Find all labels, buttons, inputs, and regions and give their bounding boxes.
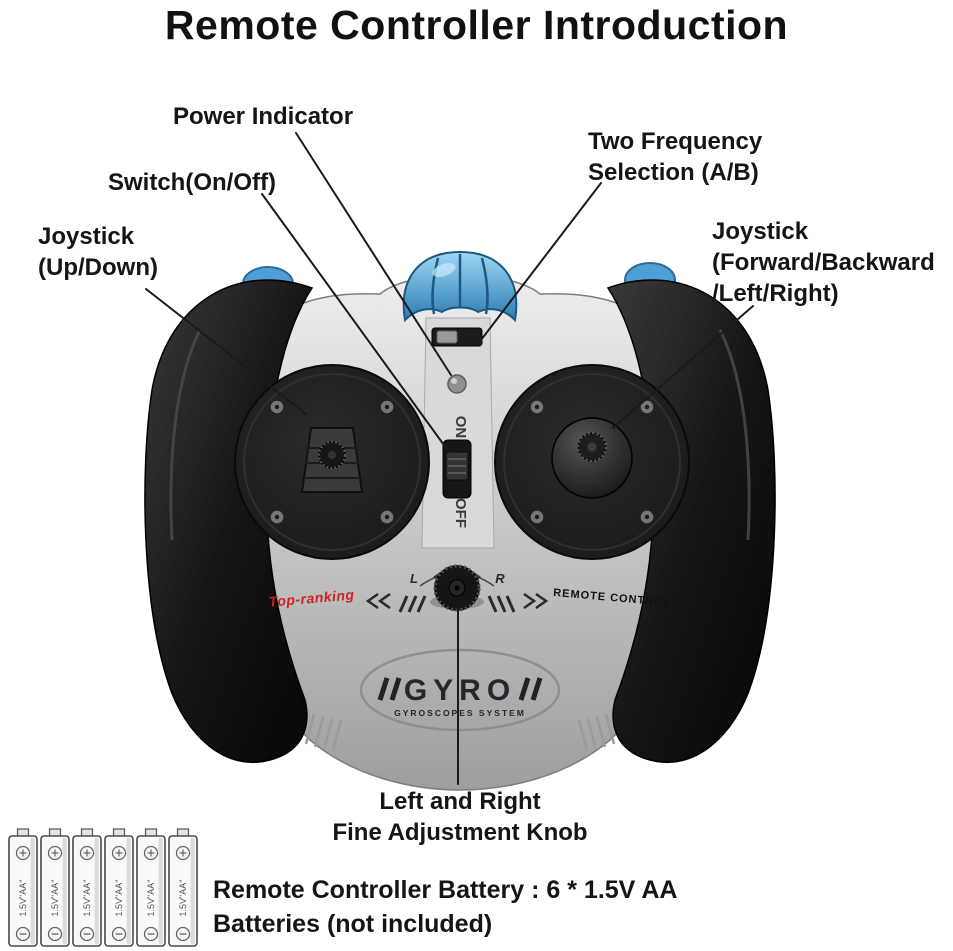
battery-cell: 1.5V"AA" <box>104 828 134 947</box>
on-label: ON <box>452 416 469 439</box>
battery-cell-label: 1.5V"AA" <box>18 880 28 917</box>
trim-left-label: L <box>410 571 418 586</box>
callout-joystick-right: Joystick (Forward/Backward /Left/Right) <box>712 216 935 310</box>
callout-joystick-right-line2: (Forward/Backward <box>712 249 935 277</box>
callout-power-indicator-label: Power Indicator <box>173 103 354 130</box>
callout-switch-label: Switch(On/Off) <box>108 169 276 196</box>
callout-joystick-right-line3: /Left/Right) <box>712 280 839 308</box>
leader-joystick-left <box>145 288 307 415</box>
battery-note-line1: Remote Controller Battery : 6 * 1.5V AA <box>213 876 678 904</box>
battery-cell: 1.5V"AA" <box>40 828 70 947</box>
battery-cell: 1.5V"AA" <box>168 828 198 947</box>
left-joystick[interactable] <box>300 427 364 493</box>
battery-pack: 1.5V"AA" 1.5V"AA" <box>8 828 198 947</box>
on-off-switch[interactable] <box>442 439 472 499</box>
battery-cell-label: 1.5V"AA" <box>114 880 124 917</box>
callout-two-frequency: Two Frequency Selection (A/B) <box>588 126 762 188</box>
callout-joystick-left-line1: Joystick <box>38 223 135 250</box>
leader-power-indicator <box>295 132 452 376</box>
battery-cell: 1.5V"AA" <box>72 828 102 947</box>
battery-cell-label: 1.5V"AA" <box>178 880 188 917</box>
leader-lines <box>145 132 754 785</box>
controller-body-group: ON OFF L R <box>144 250 776 791</box>
leader-two-frequency <box>480 182 602 341</box>
callout-switch: Switch(On/Off) <box>108 167 276 198</box>
leader-joystick-right <box>612 305 754 429</box>
battery-cell: 1.5V"AA" <box>136 828 166 947</box>
battery-note-line2: Batteries (not included) <box>213 909 493 938</box>
frequency-switch[interactable] <box>431 327 483 347</box>
callout-fine-adjustment-knob-line1: Left and Right <box>379 788 541 815</box>
battery-cell-label: 1.5V"AA" <box>50 880 60 917</box>
right-joystick[interactable] <box>551 417 633 499</box>
canopy <box>402 250 518 323</box>
battery-note: Remote Controller Battery : 6 * 1.5V AA … <box>213 874 677 942</box>
trim-right-label: R <box>495 571 505 586</box>
leader-switch <box>261 193 450 453</box>
callout-joystick-right-line1: Joystick <box>712 218 809 245</box>
callout-fine-adjustment-knob-line2: Fine Adjustment Knob <box>332 819 588 847</box>
print-top-ranking: Top-ranking <box>268 586 355 609</box>
page-title: Remote Controller Introduction <box>164 2 789 48</box>
logo-text: GYRO <box>404 674 516 707</box>
power-led <box>447 374 467 394</box>
battery-cell-label: 1.5V"AA" <box>146 880 156 917</box>
battery-cell: 1.5V"AA" <box>8 828 38 947</box>
bottom-ridges <box>304 713 616 751</box>
off-label: OFF <box>452 498 469 528</box>
callout-two-frequency-line1: Two Frequency <box>588 128 763 155</box>
logo-subtext: GYROSCOPES SYSTEM <box>394 708 526 718</box>
callout-power-indicator: Power Indicator <box>173 101 353 132</box>
callout-joystick-left-line2: (Up/Down) <box>38 254 158 282</box>
decorative-hatches <box>365 592 549 613</box>
callout-joystick-left: Joystick (Up/Down) <box>38 221 158 283</box>
battery-cell-label: 1.5V"AA" <box>82 880 92 917</box>
callout-two-frequency-line2: Selection (A/B) <box>588 159 759 187</box>
callout-fine-adjustment-knob: Left and Right Fine Adjustment Knob <box>300 786 620 848</box>
